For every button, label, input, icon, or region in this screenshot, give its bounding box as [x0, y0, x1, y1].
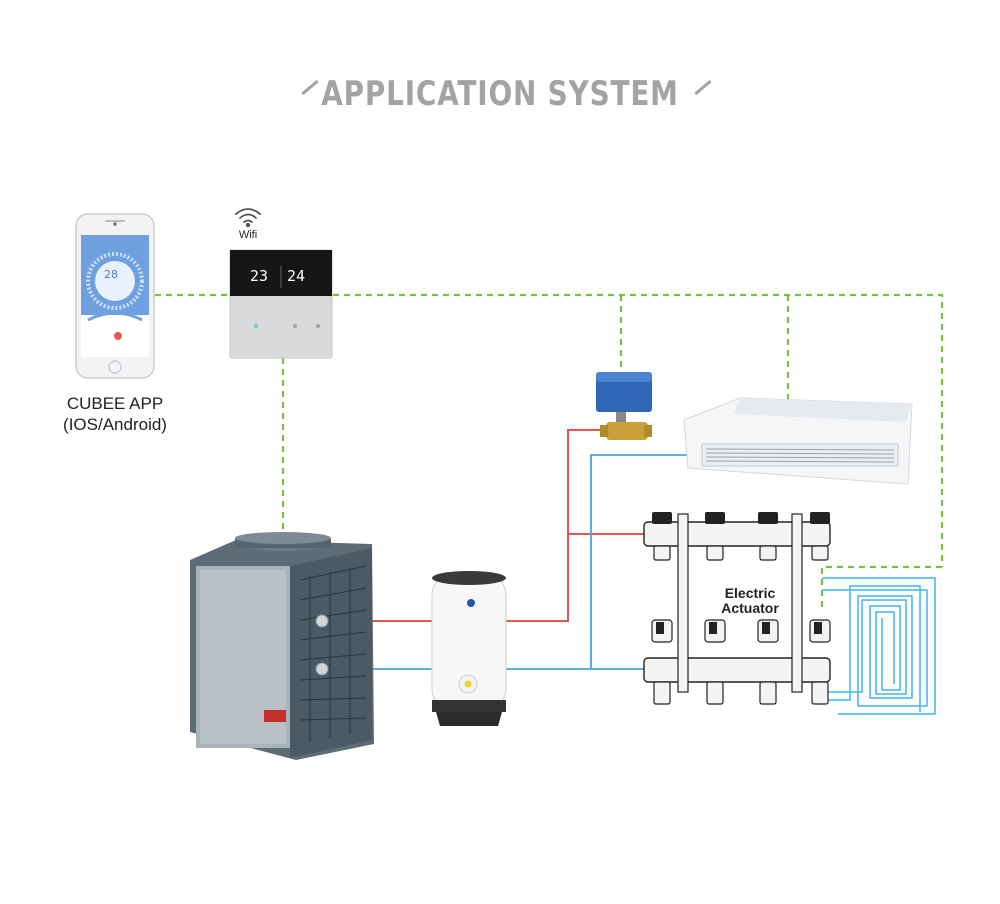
actuator-label-line2: Actuator	[721, 600, 779, 616]
water-tank	[431, 571, 507, 726]
app-label: CUBEE APP (IOS/Android)	[40, 393, 190, 435]
wifi-icon	[235, 208, 261, 228]
floor-heating-coil	[822, 577, 936, 715]
manifold	[643, 512, 831, 705]
thermostat	[229, 249, 333, 359]
cold-pipe-fancoil	[590, 454, 688, 669]
actuator-label: Electric Actuator	[700, 586, 800, 616]
phone-temperature: 28	[104, 268, 118, 281]
actuator-label-line1: Electric	[724, 585, 776, 601]
signal-line-main	[333, 293, 944, 567]
app-label-platform: (IOS/Android)	[63, 415, 167, 434]
manifold-outlets	[653, 545, 829, 705]
page-title: APPLICATION SYSTEM	[321, 74, 679, 114]
motorized-valve	[596, 372, 652, 440]
signal-lines	[155, 293, 944, 612]
app-label-name: CUBEE APP	[66, 394, 164, 413]
manifold-actuators	[651, 619, 831, 643]
cold-pipes	[330, 454, 688, 670]
hot-pipe-tank-valve	[506, 429, 612, 622]
heat-pump-unit	[190, 532, 374, 760]
thermostat-temp-left: 23	[250, 267, 269, 285]
fan-coil-unit	[683, 397, 913, 485]
smartphone	[75, 213, 155, 379]
thermostat-temp-right: 24	[287, 267, 306, 285]
wifi-label: Wifi	[238, 229, 258, 241]
heat-pump-grille	[299, 565, 367, 742]
